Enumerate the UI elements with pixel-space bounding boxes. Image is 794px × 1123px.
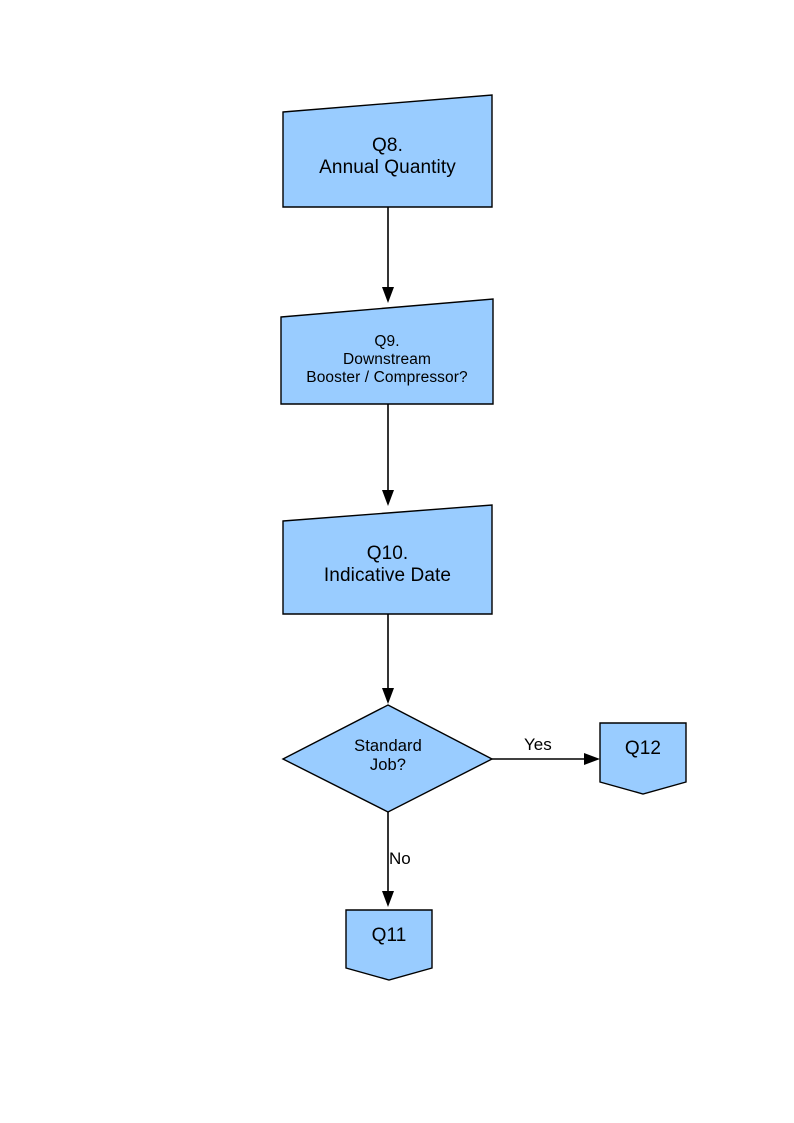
edge-q8-to-q9 <box>382 207 394 303</box>
node-q8-shape[interactable] <box>282 94 493 208</box>
node-q10-shape[interactable] <box>282 504 493 615</box>
edge-q10-to-decision <box>382 614 394 704</box>
edge-decision-to-q11-no <box>382 812 394 907</box>
node-q9-shape[interactable] <box>280 298 494 405</box>
node-decision-shape[interactable] <box>281 704 494 813</box>
edge-q9-to-q10 <box>382 404 394 506</box>
node-q11-shape[interactable] <box>345 909 433 981</box>
edge-decision-to-q12-yes <box>492 753 600 765</box>
node-q12-shape[interactable] <box>599 722 687 795</box>
